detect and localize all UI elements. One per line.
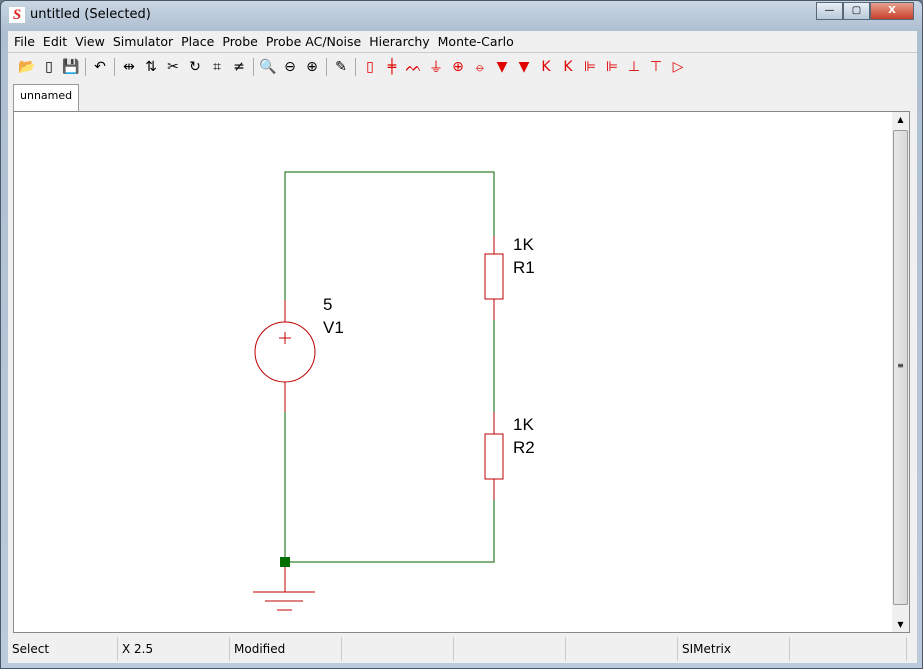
schematic-canvas[interactable]: ▲ ≡ ▼ bbox=[13, 111, 910, 633]
scroll-up-icon[interactable]: ▲ bbox=[897, 115, 904, 124]
menu-bar: File Edit View Simulator Place Probe Probe AC/… bbox=[8, 31, 917, 53]
status-cell bbox=[342, 637, 454, 661]
scroll-down-icon[interactable]: ▼ bbox=[897, 620, 904, 629]
new-icon[interactable]: ▯ bbox=[45, 59, 53, 75]
menu-probe[interactable]: Probe bbox=[222, 34, 258, 49]
open-folder-icon[interactable]: 📂 bbox=[18, 59, 36, 75]
r1-name[interactable]: R1 bbox=[513, 258, 535, 277]
r2-name[interactable]: R2 bbox=[513, 438, 535, 457]
client-area: File Edit View Simulator Place Probe Probe AC/… bbox=[8, 31, 917, 663]
menu-place[interactable]: Place bbox=[181, 34, 215, 49]
voltage-source-icon[interactable]: ⊕ bbox=[452, 59, 464, 75]
undo-icon[interactable]: ↶ bbox=[94, 59, 106, 75]
resistor-r2[interactable] bbox=[484, 412, 504, 500]
pnp-icon[interactable]: K bbox=[563, 59, 573, 75]
toolbar-separator bbox=[85, 58, 86, 76]
ground-symbol[interactable] bbox=[253, 567, 315, 611]
status-cell bbox=[566, 637, 678, 661]
v1-name[interactable]: V1 bbox=[323, 318, 344, 337]
zoom-out-icon[interactable]: ⊖ bbox=[284, 59, 296, 75]
v1-value[interactable]: 5 bbox=[323, 295, 332, 314]
status-cell bbox=[790, 637, 907, 661]
toolbar-separator bbox=[355, 58, 356, 76]
zoom-in-icon[interactable]: ⊕ bbox=[306, 59, 318, 75]
wires bbox=[284, 171, 495, 563]
resistor-r1[interactable] bbox=[484, 236, 504, 320]
wire-pencil-icon[interactable]: ✎ bbox=[335, 59, 347, 75]
close-button[interactable]: X bbox=[870, 2, 914, 20]
menu-edit[interactable]: Edit bbox=[42, 34, 68, 49]
minimize-button[interactable]: — bbox=[816, 2, 843, 20]
resistor-icon[interactable]: ▯ bbox=[366, 59, 374, 75]
current-source-icon[interactable]: ⦵ bbox=[474, 59, 486, 75]
menu-file[interactable]: File bbox=[14, 34, 35, 49]
scroll-thumb[interactable]: ≡ bbox=[893, 130, 908, 605]
status-cell: Select bbox=[8, 637, 118, 661]
flip-icon[interactable]: ⇅ bbox=[145, 59, 157, 75]
title-bar: S untitled (Selected) — ▢ X bbox=[1, 1, 922, 31]
opamp-icon[interactable]: ▷ bbox=[672, 59, 684, 75]
status-cell: Modified bbox=[230, 637, 342, 661]
status-cell bbox=[454, 637, 566, 661]
nmos-icon[interactable]: ⊫ bbox=[583, 59, 597, 75]
delete-icon[interactable]: ≠ bbox=[233, 59, 245, 75]
menu-hierarchy[interactable]: Hierarchy bbox=[369, 34, 430, 49]
npn-icon[interactable]: K bbox=[541, 59, 551, 75]
zener-icon[interactable]: ▼ bbox=[518, 59, 530, 75]
menu-simulator[interactable]: Simulator bbox=[112, 34, 174, 49]
status-cell: X 2.5 bbox=[118, 637, 230, 661]
menu-view[interactable]: View bbox=[75, 34, 105, 49]
rotate-icon[interactable]: ↻ bbox=[189, 59, 201, 75]
maximize-button[interactable]: ▢ bbox=[843, 2, 870, 20]
vertical-scrollbar[interactable]: ▲ ≡ ▼ bbox=[892, 112, 909, 632]
mirror-icon[interactable]: ⇹ bbox=[123, 59, 135, 75]
menu-probe-ac-noise[interactable]: Probe AC/Noise bbox=[265, 34, 362, 49]
toolbar-separator bbox=[114, 58, 115, 76]
delete-wire-icon[interactable]: ⌗ bbox=[213, 59, 221, 75]
pmos-icon[interactable]: ⊫ bbox=[605, 59, 619, 75]
toolbar-separator bbox=[326, 58, 327, 76]
window-title: untitled (Selected) bbox=[30, 7, 151, 22]
capacitor-icon[interactable]: ╪ bbox=[387, 59, 397, 75]
diode-icon[interactable]: ▼ bbox=[496, 59, 508, 75]
junction-node[interactable] bbox=[280, 557, 290, 567]
wire-top[interactable] bbox=[284, 171, 495, 300]
toolbar-separator bbox=[253, 58, 254, 76]
njfet-icon[interactable]: ⊥ bbox=[627, 59, 641, 75]
tab-unnamed[interactable]: unnamed bbox=[13, 84, 80, 111]
save-icon[interactable]: 💾 bbox=[62, 59, 80, 75]
voltage-source-v1[interactable] bbox=[254, 300, 316, 412]
ground-icon[interactable]: ⏚ bbox=[429, 60, 443, 76]
zoom-fit-icon[interactable]: 🔍 bbox=[259, 59, 277, 75]
cut-icon[interactable]: ✂ bbox=[167, 59, 179, 75]
inductor-icon[interactable]: ᨓ bbox=[405, 59, 423, 75]
wire-bottom[interactable] bbox=[284, 412, 495, 563]
app-logo-icon: S bbox=[9, 7, 25, 23]
r1-value[interactable]: 1K bbox=[513, 235, 534, 254]
pjfet-icon[interactable]: ⊤ bbox=[649, 59, 663, 75]
status-cell: SIMetrix bbox=[678, 637, 790, 661]
r2-value[interactable]: 1K bbox=[513, 415, 534, 434]
menu-monte-carlo[interactable]: Monte-Carlo bbox=[437, 34, 514, 49]
